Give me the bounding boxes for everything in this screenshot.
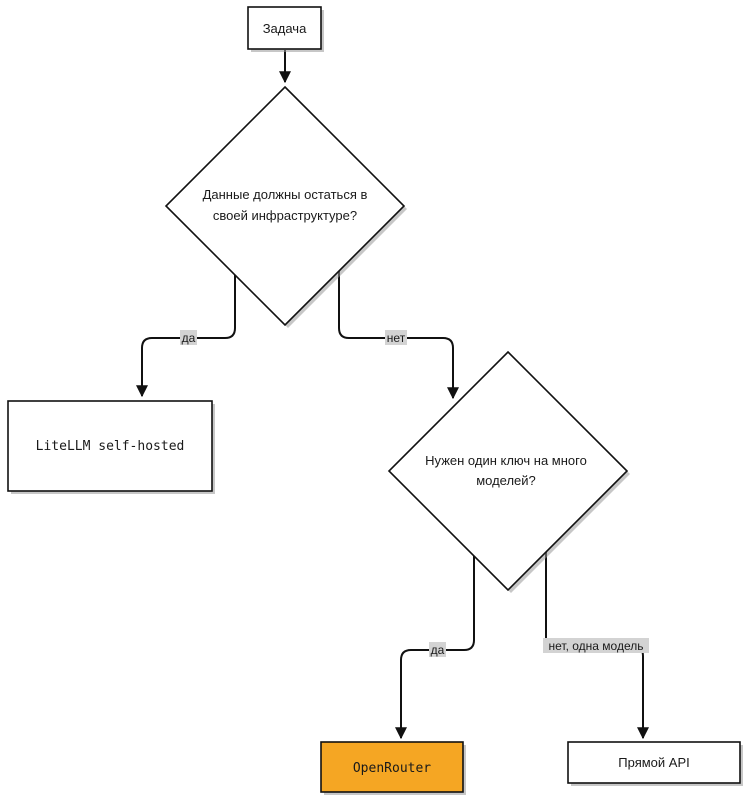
node-box xyxy=(567,741,741,784)
diamond-shape xyxy=(387,350,629,592)
node-direct-api-label: Прямой API xyxy=(618,755,689,770)
edge-label-bg xyxy=(180,330,197,345)
diamond-shape xyxy=(164,85,406,327)
node-litellm[interactable]: LiteLLM self-hosted xyxy=(7,400,215,494)
node-litellm-label: LiteLLM self-hosted xyxy=(36,439,185,454)
node-task-label: Задача xyxy=(263,21,307,36)
node-box-highlight xyxy=(320,741,464,793)
edge-label-bg xyxy=(543,638,649,653)
node-task[interactable]: Задача xyxy=(247,6,324,52)
edge-label-bg xyxy=(385,330,407,345)
edge-label-bg xyxy=(429,642,446,657)
decision-infra-line1: Данные должны остаться в xyxy=(203,187,368,202)
decision-key-line1: Нужен один ключ на много xyxy=(425,453,587,468)
node-decision-key[interactable]: Нужен один ключ на много моделей? xyxy=(387,350,630,593)
edge-label-infra-no: нет xyxy=(387,331,406,345)
edge-label-key-yes: да xyxy=(431,643,445,657)
decision-key-line2: моделей? xyxy=(476,473,536,488)
decision-infra-line2: своей инфраструктуре? xyxy=(213,208,357,223)
node-decision-infra[interactable]: Данные должны остаться в своей инфрастру… xyxy=(164,85,407,328)
node-openrouter[interactable]: OpenRouter xyxy=(320,741,466,795)
edge-label-key-no: нет, одна модель xyxy=(549,639,644,653)
node-direct-api[interactable]: Прямой API xyxy=(567,741,743,786)
edge-label-infra-yes: да xyxy=(182,331,196,345)
node-box xyxy=(7,400,213,492)
node-openrouter-label: OpenRouter xyxy=(353,761,431,776)
node-box xyxy=(247,6,322,50)
